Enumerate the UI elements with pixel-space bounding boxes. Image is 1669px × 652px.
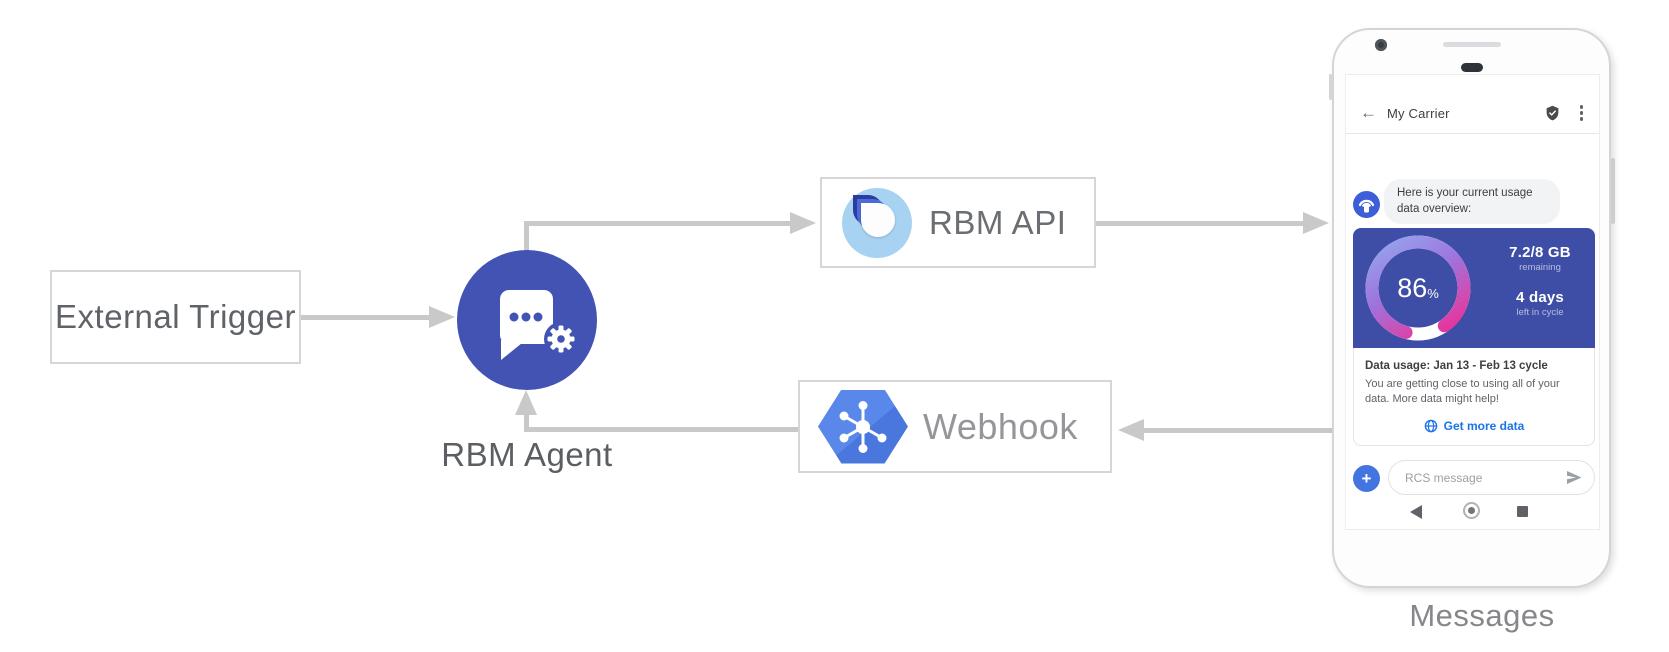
rbm-api-logo-icon [842,187,912,258]
send-icon[interactable] [1565,469,1583,486]
usage-gauge: 86% [1362,232,1474,344]
usage-card-body: Data usage: Jan 13 - Feb 13 cycle You ar… [1353,348,1595,446]
external-trigger-label: External Trigger [55,298,296,335]
rbm-agent-node [457,250,597,390]
nav-recents-icon[interactable] [1517,506,1528,517]
rbm-api-label: RBM API [929,203,1067,241]
arrowhead-up-to-agent [515,390,537,415]
external-trigger-node: External Trigger [50,270,301,364]
connector-trigger-to-agent [301,315,429,320]
overflow-menu-icon[interactable] [1579,105,1583,121]
app-bar: ← My Carrier [1346,75,1599,134]
front-camera-icon [1375,39,1387,51]
connector-api-to-phone [1096,221,1303,226]
agent-avatar [1353,191,1380,218]
webhook-node: Webhook [798,380,1112,473]
connector-agent-up [524,221,529,253]
usage-stats: 7.2/8 GB remaining 4 days left in cycle [1493,244,1587,318]
attach-plus-button[interactable]: + [1353,465,1380,492]
nav-home-icon[interactable] [1463,502,1480,519]
speaker-grille [1443,42,1501,47]
nav-back-icon[interactable] [1410,505,1422,519]
rbm-agent-label: RBM Agent [441,436,613,473]
phone-mockup: ← My Carrier Here is your current usa [1329,28,1615,588]
arrowhead-to-api [790,212,816,234]
connector-webhook-up [524,414,529,432]
connector-webhook-to-agent [524,427,798,432]
days-value: 4 days [1516,289,1564,306]
days-caption: left in cycle [1516,307,1564,318]
phone-screen: ← My Carrier Here is your current usa [1345,74,1600,530]
globe-icon [1424,419,1437,433]
arrowhead-to-agent [429,306,455,328]
agent-message-bubble: Here is your current usage data overview… [1384,179,1560,224]
conversation-title: My Carrier [1387,106,1450,121]
usage-card-text: You are getting close to using all of yo… [1365,378,1560,405]
gauge-percent: 86% [1397,272,1439,303]
back-arrow-icon[interactable]: ← [1360,103,1377,122]
usage-rich-card: 86% 7.2/8 GB remaining 4 days left in cy… [1353,228,1595,446]
webhook-label: Webhook [923,405,1078,447]
messages-caption: Messages [1409,598,1555,633]
usage-card-title: Data usage: Jan 13 - Feb 13 cycle [1365,360,1548,372]
arrowhead-to-phone [1303,212,1329,234]
message-composer[interactable] [1388,460,1595,495]
remaining-value: 7.2/8 GB [1509,244,1571,261]
usage-card-media: 86% 7.2/8 GB remaining 4 days left in cy… [1353,228,1595,348]
earpiece [1461,63,1483,72]
rcs-message-input[interactable] [1389,470,1565,485]
arrowhead-to-webhook [1118,419,1144,441]
connector-agent-to-api [524,221,790,226]
android-nav-bar [1346,500,1599,526]
connector-phone-to-webhook [1144,428,1334,433]
verified-shield-icon [1544,104,1561,127]
rbm-api-node: RBM API [820,177,1096,268]
remaining-caption: remaining [1519,262,1561,273]
get-more-data-button[interactable]: Get more data [1365,419,1583,433]
chat-gear-icon [500,290,578,360]
cloud-hexagon-icon [818,389,908,464]
